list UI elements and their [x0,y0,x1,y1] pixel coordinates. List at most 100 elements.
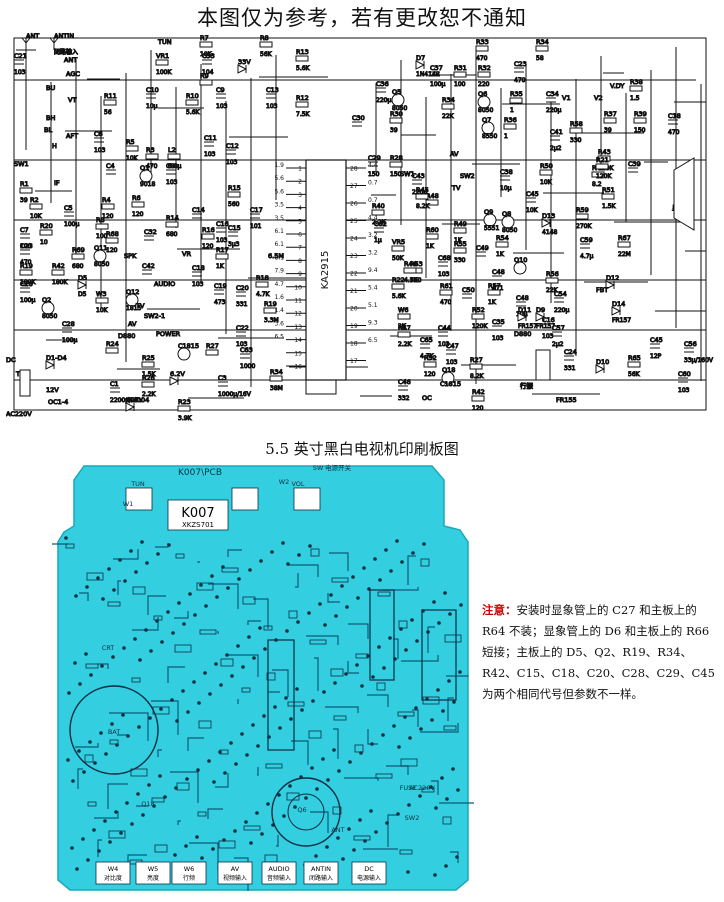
component-c30: C30 [352,114,365,127]
label-c63: C63 [240,346,253,354]
pcb-pad [297,553,301,557]
transistor-symbol [481,121,495,135]
ic-pin-voltage: 3.5 [274,202,284,209]
resistor-symbol [227,191,241,198]
resistor-symbol [39,229,53,236]
ic-pin-voltage: 3.6 [274,320,284,327]
ic-pin-number: 10 [294,284,302,291]
value-c46: 332 [398,395,410,402]
ic-pin-number: 8 [298,258,302,265]
resistor-symbol [629,85,643,92]
pcb-trace [98,663,109,669]
label-if: IF [54,179,60,187]
pcb-component [109,739,119,745]
diode-symbol [415,60,426,70]
component-c50: C50 [462,286,475,299]
pcb-pad [278,726,282,730]
value-r49: 1K [454,237,463,244]
label-c45b: C45 [650,336,663,344]
pcb-pad [289,717,293,721]
value-c38: 10μ [500,185,512,192]
ic-pin-voltage: 0.7 [368,197,378,204]
ic-pin-number: 21 [350,288,358,295]
pcb-pad [181,689,185,693]
pcb-pad [119,831,123,835]
label-r24: R24 [106,340,119,348]
pcb-pad [89,673,93,677]
pcb-pad [129,549,133,553]
value-c63: 1000 [240,363,255,370]
resistor-symbol [95,223,109,230]
pcb-pad [288,784,292,788]
value-c57: 2μ2 [552,341,564,348]
label-c56: C56 [684,340,697,348]
value-r8: 56K [260,51,273,58]
value-c22: 103 [236,341,248,348]
pcb-pad [122,646,126,650]
resistor-symbol [103,99,117,106]
ka2915-ic: KA2915 11.925.635.643.553.566.176.188.19… [274,159,378,381]
value-r33: 470 [476,55,488,62]
label-c23: C23 [20,242,33,250]
pcb-pad [314,854,318,858]
value-r35: 1 [510,107,514,114]
pcb-pad [336,836,340,840]
component-vt: VT [68,96,77,105]
label-c8: C8 [166,162,175,170]
component-sw2: SW2-1 [144,312,166,321]
resistor-symbol [155,59,169,66]
pcb-pad [370,742,374,746]
pcb-pad [408,736,412,740]
pcb-trace [217,631,219,634]
pcb-jack-sub: 音频输入 [267,874,291,882]
pcb-pad [373,557,377,561]
pcb-trace [253,598,269,629]
pcb-pad [100,664,104,668]
label-v1: V1 [562,94,571,102]
label-oc1: OC1-4 [48,398,68,406]
pcb-pad [436,688,440,692]
label-c24: C24 [564,348,577,356]
value-c11: 103 [204,151,216,158]
component-audio: AUDIO [154,280,176,289]
pcb-trace [431,780,439,795]
component-ant2: ANT [64,56,78,65]
ic-pin-number: 2 [298,179,302,186]
pcb-pad [214,662,218,666]
component-c1815: C1815 [177,342,200,361]
pcb-pad [337,769,341,773]
label-r33: R33 [476,38,489,46]
label-q5: Q5 [392,88,401,96]
value-r18: 4.7K [256,291,271,298]
flyback-symbol [535,349,551,381]
label-ant: ANT [26,32,39,40]
diode-symbol [77,280,88,290]
value-q9: 5551 [484,225,499,232]
label-q18: Q18 [442,366,455,374]
ic-pin-number: 7 [298,245,302,252]
pcb-pad [230,674,234,678]
value-c36: 220μ [376,97,391,104]
label-c68: C68 [438,254,451,262]
label-r52: R52 [472,306,485,314]
pcb-pad [437,621,441,625]
pcb-jack-label: AUDIO [268,865,289,873]
label-c16: C16 [216,220,229,228]
pcb-pad [384,548,388,552]
pcb-component [376,682,386,691]
pcb-pad [341,857,345,861]
pcb-pad [362,566,366,570]
label-c18: C18 [192,264,205,272]
